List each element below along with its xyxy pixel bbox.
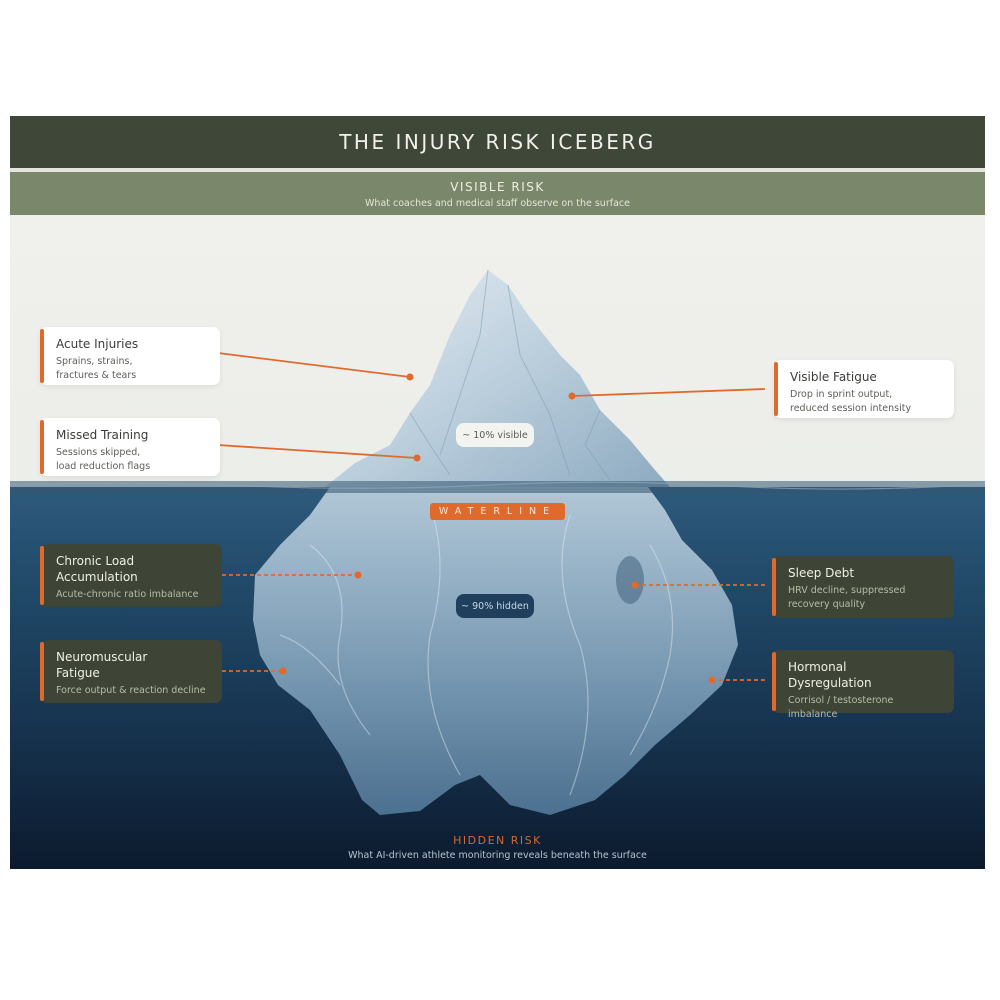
page-title: THE INJURY RISK ICEBERG — [339, 130, 656, 154]
card-title: Missed Training — [56, 428, 149, 442]
visible-risk-subtitle: What coaches and medical staff observe o… — [365, 198, 630, 209]
waterline-badge: WATERLINE — [430, 503, 565, 520]
card-hormonal-dysregulation: Hormonal Dysregulation Corrisol / testos… — [772, 650, 954, 720]
card-title: Chronic Load Accumulation — [56, 554, 138, 584]
card-description: HRV decline, suppressed recovery quality — [788, 585, 906, 610]
card-title: Acute Injuries — [56, 337, 139, 351]
hidden-percentage-badge: ~ 90% hidden — [456, 594, 534, 618]
hidden-risk-footer: HIDDEN RISK What AI-driven athlete monit… — [10, 834, 985, 861]
divider — [10, 168, 985, 172]
iceberg-scene: Acute Injuries Sprains, strains, fractur… — [10, 215, 985, 869]
card-description: Force output & reaction decline — [56, 685, 206, 696]
visible-percentage-badge: ~ 10% visible — [456, 423, 534, 447]
card-description: Drop in sprint output, reduced session i… — [790, 389, 912, 414]
card-title: Sleep Debt — [788, 566, 855, 580]
card-visible-fatigue: Visible Fatigue Drop in sprint output, r… — [774, 360, 954, 418]
hidden-risk-subtitle: What AI-driven athlete monitoring reveal… — [348, 850, 647, 861]
infographic-panel: THE INJURY RISK ICEBERG VISIBLE RISK Wha… — [10, 116, 985, 869]
card-missed-training: Missed Training Sessions skipped, load r… — [40, 418, 220, 476]
card-chronic-load: Chronic Load Accumulation Acute-chronic … — [40, 544, 222, 607]
card-sleep-debt: Sleep Debt HRV decline, suppressed recov… — [772, 556, 954, 618]
iceberg-illustration — [10, 269, 985, 815]
card-description: Sprains, strains, fractures & tears — [56, 356, 137, 381]
card-acute-injuries: Acute Injuries Sprains, strains, fractur… — [40, 327, 220, 385]
visible-risk-label: VISIBLE RISK — [450, 180, 545, 194]
card-neuromuscular-fatigue: Neuromuscular Fatigue Force output & rea… — [40, 640, 222, 703]
iceberg-tip — [325, 270, 670, 487]
card-title: Neuromuscular Fatigue — [56, 650, 148, 680]
iceberg-underwater — [253, 487, 738, 815]
card-title: Visible Fatigue — [790, 370, 877, 384]
card-description: Sessions skipped, load reduction flags — [56, 447, 151, 472]
hidden-risk-label: HIDDEN RISK — [453, 834, 542, 847]
card-description: Acute-chronic ratio imbalance — [56, 589, 199, 600]
visible-risk-header: VISIBLE RISK What coaches and medical st… — [10, 172, 985, 215]
title-bar: THE INJURY RISK ICEBERG — [10, 116, 985, 168]
card-title: Hormonal Dysregulation — [788, 660, 872, 690]
card-description: Corrisol / testosterone imbalance — [788, 695, 894, 720]
